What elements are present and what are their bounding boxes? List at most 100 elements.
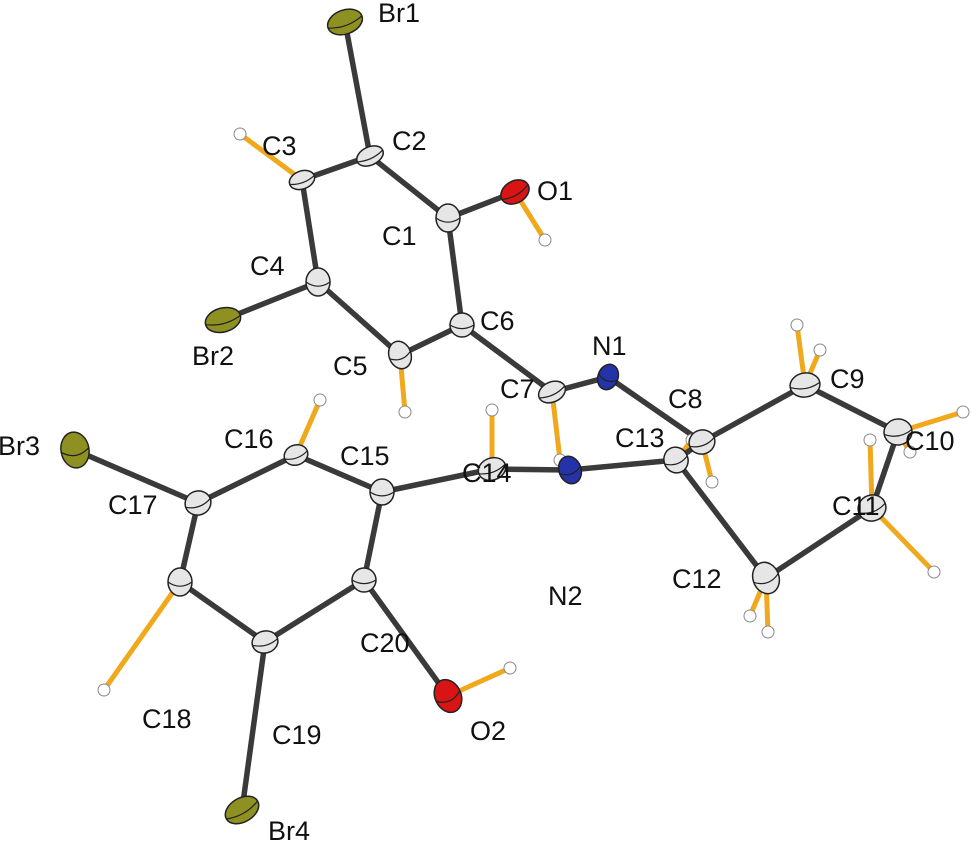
- atom-c14: [477, 456, 507, 482]
- hydrogen-atom-C3: [233, 127, 247, 141]
- atom-ellipsoid: [204, 306, 242, 334]
- ellipsoid-octant-line: [389, 350, 411, 361]
- hydrogen-atom-C10: [956, 405, 970, 419]
- hydrogen-bond-C7: [549, 391, 563, 461]
- atom-c2: [356, 145, 384, 167]
- atom-ellipsoid: [449, 312, 475, 338]
- hydrogen-atom-O2: [503, 661, 517, 675]
- bond-C15-C16: [293, 452, 385, 495]
- atom-n2: [557, 455, 583, 485]
- atom-label: N1: [592, 331, 627, 361]
- atom-label: N2: [548, 581, 583, 611]
- hydrogen-atom-C8: [705, 475, 719, 489]
- atom-label: C20: [360, 628, 410, 658]
- bond-C18-C19: [177, 579, 268, 645]
- atom-label: C17: [108, 490, 158, 520]
- bond-C19-C20: [262, 577, 367, 645]
- atom-ellipsoid: [184, 490, 212, 516]
- hydrogen-atom-C12: [761, 625, 775, 639]
- bond-C8-C9: [699, 382, 808, 445]
- atom-c12: [751, 561, 781, 595]
- atom-c18: [167, 567, 193, 597]
- atom-label: C8: [668, 384, 703, 414]
- atom-label: C5: [333, 351, 368, 381]
- atom-c20: [351, 567, 377, 593]
- atom-ellipsoid: [500, 179, 530, 205]
- atom-c5: [387, 340, 413, 370]
- ellipsoid-octant-line: [328, 15, 363, 29]
- hydrogen-atom-C18: [97, 683, 111, 697]
- atom-label: C9: [830, 364, 865, 394]
- ellipsoid-octant-line: [289, 175, 315, 186]
- bond-C4-C5: [315, 279, 403, 358]
- atom-c15: [369, 478, 395, 506]
- atom-ellipsoid: [435, 203, 461, 233]
- ellipsoid-octant-line: [205, 314, 241, 326]
- hydrogen-atom-C16: [313, 393, 327, 407]
- atom-c10: [883, 418, 913, 446]
- ellipsoid-octant-line: [60, 447, 90, 457]
- ellipsoid-octant-line: [357, 149, 384, 163]
- atom-c4: [305, 267, 331, 297]
- bond-C6-C7: [459, 322, 555, 395]
- bond-C20-C15: [361, 489, 385, 583]
- atom-br2: [204, 306, 242, 334]
- ellipsoid-octant-line: [753, 573, 779, 585]
- atom-br4: [224, 795, 260, 825]
- ellipsoid-octant-line: [369, 491, 395, 497]
- atom-ellipsoid: [326, 8, 364, 36]
- atom-label: Br1: [378, 0, 420, 28]
- atom-label: Br2: [192, 341, 234, 371]
- atom-c9: [789, 372, 821, 398]
- hydrogen-atom-C11: [863, 433, 877, 447]
- atom-label: C1: [382, 221, 417, 251]
- atom-ellipsoid: [596, 363, 620, 391]
- ellipsoid-octant-line: [858, 502, 886, 514]
- atom-br1: [326, 8, 364, 36]
- atom-label: O1: [537, 176, 573, 206]
- bond-C19-Br4: [239, 639, 268, 813]
- atom-o2: [433, 678, 463, 714]
- hydrogen-atom-C12: [743, 609, 757, 623]
- atom-c1: [435, 203, 461, 233]
- hydrogen-atom-C10: [903, 445, 917, 459]
- ellipsoid-octant-line: [664, 455, 688, 466]
- atom-label: C7: [500, 374, 535, 404]
- atom-c17: [184, 490, 212, 516]
- bond-C9-C10: [802, 382, 901, 435]
- bond-C13-N2: [567, 457, 679, 473]
- ellipsoid-octant-line: [790, 381, 821, 390]
- ellipsoid-octant-line: [539, 385, 566, 399]
- atom-c7: [537, 380, 567, 404]
- ellipsoid-octant-line: [351, 579, 377, 585]
- ellipsoid-octant-line: [435, 217, 461, 223]
- hydrogen-bond-C3: [238, 131, 304, 183]
- atom-ellipsoid: [224, 795, 260, 825]
- atom-ellipsoid: [167, 567, 193, 597]
- hydrogen-atom-C9: [790, 318, 804, 332]
- ellipsoid-octant-line: [252, 638, 278, 647]
- atom-label: C4: [250, 251, 285, 281]
- bond-Br1-C2: [342, 19, 373, 159]
- atom-br3: [60, 431, 90, 469]
- atom-label: Br4: [268, 816, 310, 846]
- atom-label: C11: [832, 491, 880, 521]
- atom-label: C6: [480, 306, 515, 336]
- hydrogen-atom-C9: [813, 343, 827, 357]
- atom-ellipsoid: [369, 478, 395, 506]
- atom-label: C15: [340, 441, 390, 471]
- atom-c13: [663, 446, 689, 474]
- bond-C17-Br3: [72, 447, 201, 506]
- atom-ellipsoid: [351, 567, 377, 593]
- atom-label: C13: [615, 423, 665, 453]
- atom-o1: [500, 179, 530, 205]
- atom-ellipsoid: [305, 267, 331, 297]
- ellipsoid-octant-line: [884, 429, 913, 437]
- atom-label: C12: [672, 564, 722, 594]
- atom-label: C18: [142, 704, 192, 734]
- ellipsoid-octant-line: [689, 437, 715, 448]
- ellipsoid-octant-line: [478, 463, 506, 475]
- ellipsoid-octant-line: [449, 324, 475, 330]
- ellipsoid-octant-line: [185, 498, 211, 509]
